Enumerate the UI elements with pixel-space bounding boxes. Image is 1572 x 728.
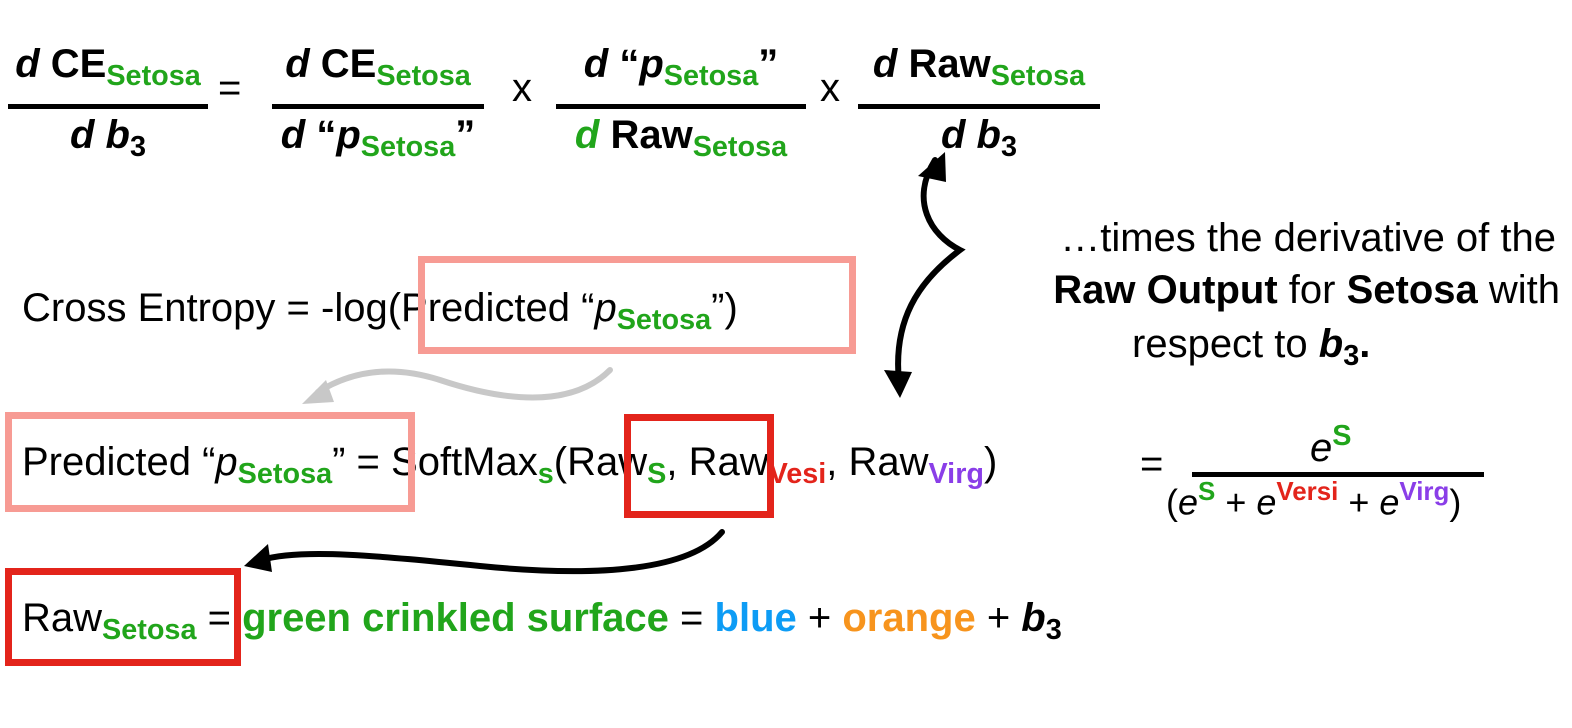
black-arrowhead <box>244 544 272 572</box>
black-curved-arrow <box>259 529 725 575</box>
arrowhead-up <box>918 152 946 182</box>
term2-numerator: d “pSetosa” <box>583 42 779 93</box>
predicted-p-lhs-box <box>5 412 415 512</box>
softmax-equals: = <box>1140 442 1164 486</box>
times-sign-1: x <box>512 66 532 110</box>
term3-denominator: d b3 <box>940 113 1017 164</box>
arrowhead-down <box>884 370 912 398</box>
equals-sign: = <box>218 66 242 110</box>
softmax-fraction-denominator: (eS + eVersi + eVirg) <box>1166 478 1462 523</box>
term2-fraction-bar <box>556 104 806 110</box>
softmax-fraction-numerator: eS <box>1310 420 1352 470</box>
lhs-denominator: d b3 <box>69 113 146 164</box>
raw-setosa-equation: RawSetosa = green crinkled surface = blu… <box>22 596 1062 647</box>
double-headed-arrow <box>895 157 966 393</box>
term1-fraction-bar <box>272 104 484 110</box>
term1-denominator: d “pSetosa” <box>280 113 476 164</box>
term3-fraction: d RawSetosa d b3 <box>858 40 1100 171</box>
annotation-line-1: …times the derivative of the <box>1060 216 1556 260</box>
lhs-fraction-bar <box>8 104 208 110</box>
raw-setosa-highlight-box <box>5 568 241 666</box>
term1-fraction: d CESetosa d “pSetosa” <box>272 40 484 171</box>
gray-arrowhead <box>302 380 334 404</box>
softmax-equation: Predicted “pSetosa” = SoftMaxs(RawS, Raw… <box>22 440 998 491</box>
term2-fraction: d “pSetosa” d RawSetosa <box>556 40 806 171</box>
annotation-line-3: respect to b3. <box>1132 322 1371 373</box>
annotation-line-2: Raw Output for Setosa with <box>1053 268 1560 312</box>
raw-s-highlight-box <box>624 414 774 518</box>
softmax-fraction-bar <box>1192 472 1484 477</box>
lhs-numerator: d CESetosa <box>15 42 201 93</box>
term1-numerator: d CESetosa <box>285 42 471 93</box>
lhs-fraction: d CESetosa d b3 <box>8 40 208 171</box>
times-sign-2: x <box>820 66 840 110</box>
term3-numerator: d RawSetosa <box>872 42 1086 93</box>
term3-fraction-bar <box>858 104 1100 110</box>
predicted-p-highlight-box <box>418 256 856 354</box>
term2-denominator: d RawSetosa <box>574 113 788 164</box>
gray-wavy-arrow <box>315 367 613 401</box>
